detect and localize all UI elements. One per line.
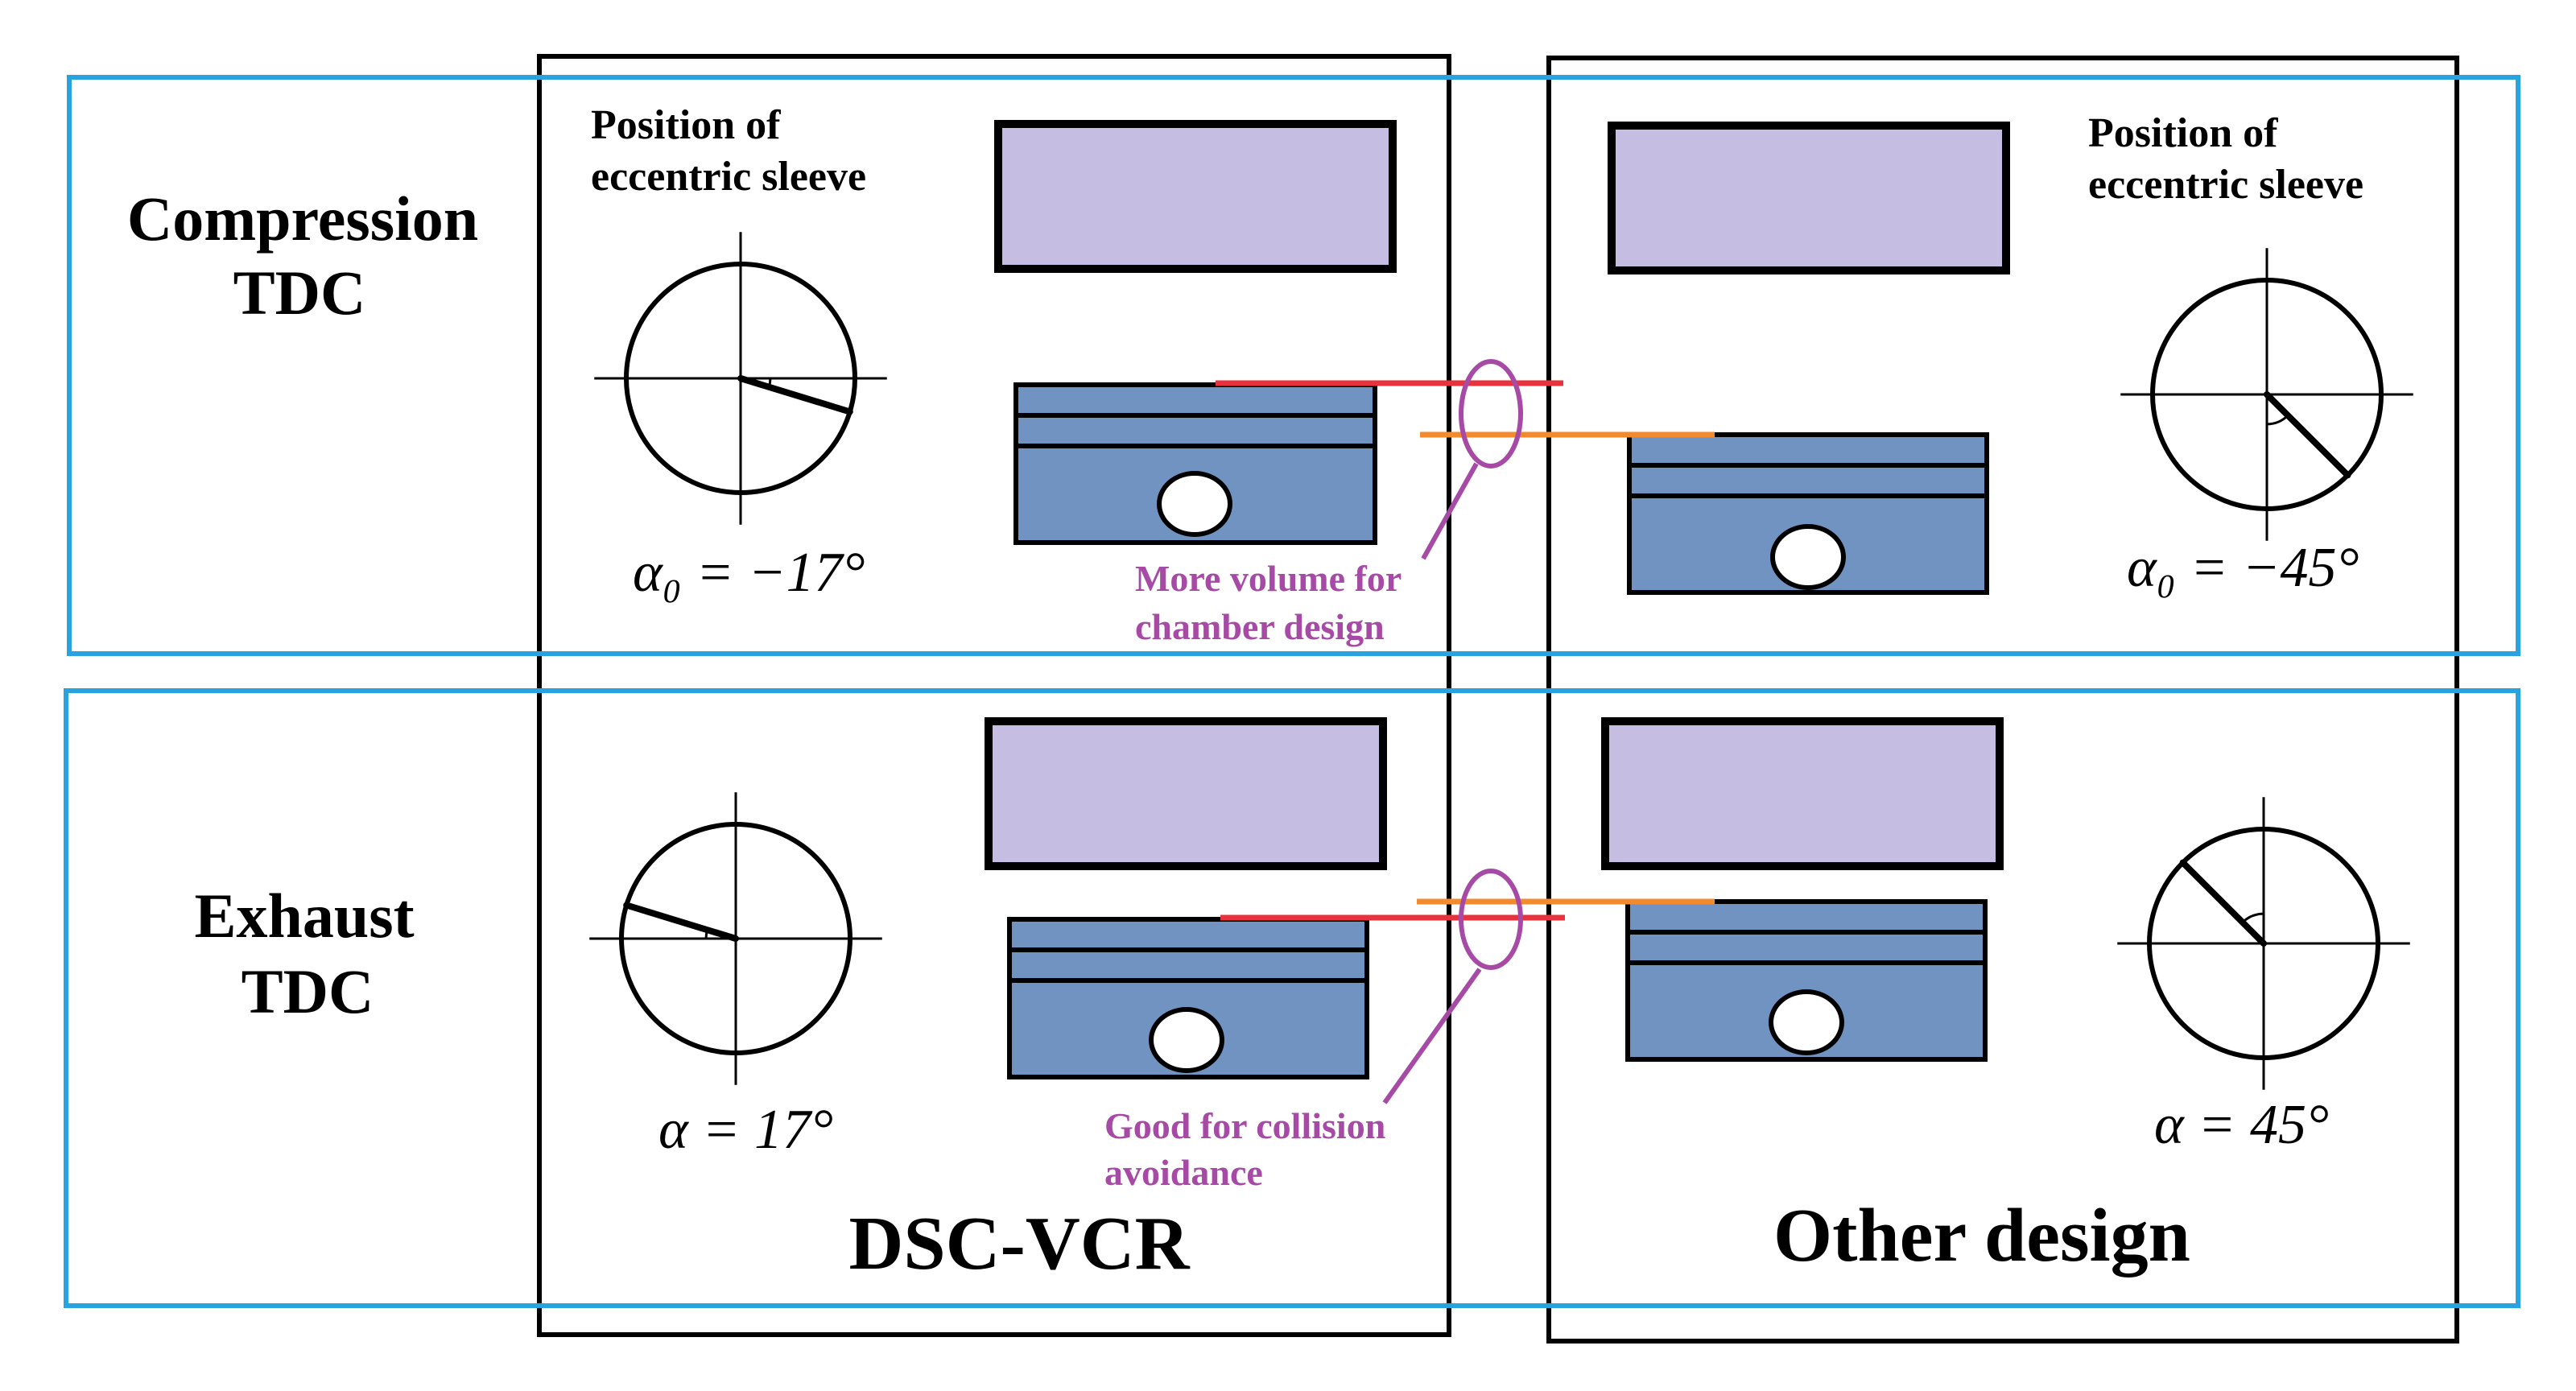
sleeve-label-dsc: Position of: [591, 102, 781, 148]
sleeve-arm: [623, 902, 739, 942]
angle-label-other-compression: α₀ = −45°: [2127, 537, 2359, 599]
annotation-ellipse-collision: [1459, 869, 1523, 970]
exhaust-row-frame: [64, 688, 2520, 1308]
note-more-volume: More volume for: [1135, 558, 1402, 599]
piston-other-compression: [1627, 432, 1989, 595]
annotation-leader-volume: [1421, 462, 1479, 560]
sleeve-dial-other-exhaust: [2117, 797, 2410, 1090]
angle-label-dsc-compression: α₀ = −17°: [633, 542, 865, 604]
angle-arc: [704, 929, 709, 939]
note-collision: Good for collision: [1104, 1105, 1385, 1146]
piston-dsc-compression: [1013, 382, 1377, 545]
column-title-other-design: Other design: [1773, 1194, 2190, 1277]
sleeve-arm: [2179, 859, 2267, 947]
piston-pin: [1149, 1007, 1224, 1073]
sleeve-arm: [2264, 391, 2351, 479]
annotation-ellipse-volume: [1459, 359, 1523, 468]
compression-row-frame: [67, 75, 2520, 656]
column-title-dsc-vcr: DSC-VCR: [849, 1202, 1191, 1286]
dsc-vcr-column-frame: [537, 54, 1451, 1337]
sleeve-dial-dsc-exhaust: [589, 792, 882, 1085]
piston-dsc-exhaust: [1007, 917, 1369, 1079]
other-design-column-frame: [1546, 56, 2459, 1344]
sleeve-label-other-line2: eccentric sleeve: [2088, 162, 2363, 208]
chamber-dsc-exhaust: [985, 717, 1387, 870]
sleeve-dial-dsc-compression: [594, 232, 887, 525]
sleeve-label-other: Position of: [2088, 110, 2278, 156]
chamber-other-exhaust: [1601, 717, 2004, 870]
piston-pin: [1157, 471, 1232, 537]
note-more-volume-line2: chamber design: [1135, 606, 1385, 647]
sleeve-label-dsc-line2: eccentric sleeve: [591, 154, 866, 200]
angle-arc: [2266, 414, 2289, 426]
chamber-other-compression: [1608, 122, 2010, 274]
piston-other-exhaust: [1625, 899, 1988, 1062]
row-label-exhaust: Exhaust: [194, 881, 414, 951]
piston-pin: [1769, 989, 1844, 1055]
angle-arc: [2241, 912, 2264, 923]
note-collision-line2: avoidance: [1104, 1152, 1263, 1193]
angle-label-other-exhaust: α = 45°: [2154, 1094, 2329, 1156]
angle-arc: [767, 378, 772, 388]
sleeve-arm: [737, 375, 853, 415]
row-label-exhaust-tdc: TDC: [242, 956, 374, 1026]
angle-label-dsc-exhaust: α = 17°: [658, 1099, 833, 1161]
row-label-compression: Compression: [127, 184, 478, 254]
piston-pin: [1770, 524, 1846, 590]
row-label-compression-tdc: TDC: [233, 258, 366, 328]
chamber-dsc-compression: [994, 120, 1397, 273]
annotation-leader-collision: [1382, 968, 1482, 1104]
sleeve-dial-other-compression: [2120, 248, 2413, 541]
